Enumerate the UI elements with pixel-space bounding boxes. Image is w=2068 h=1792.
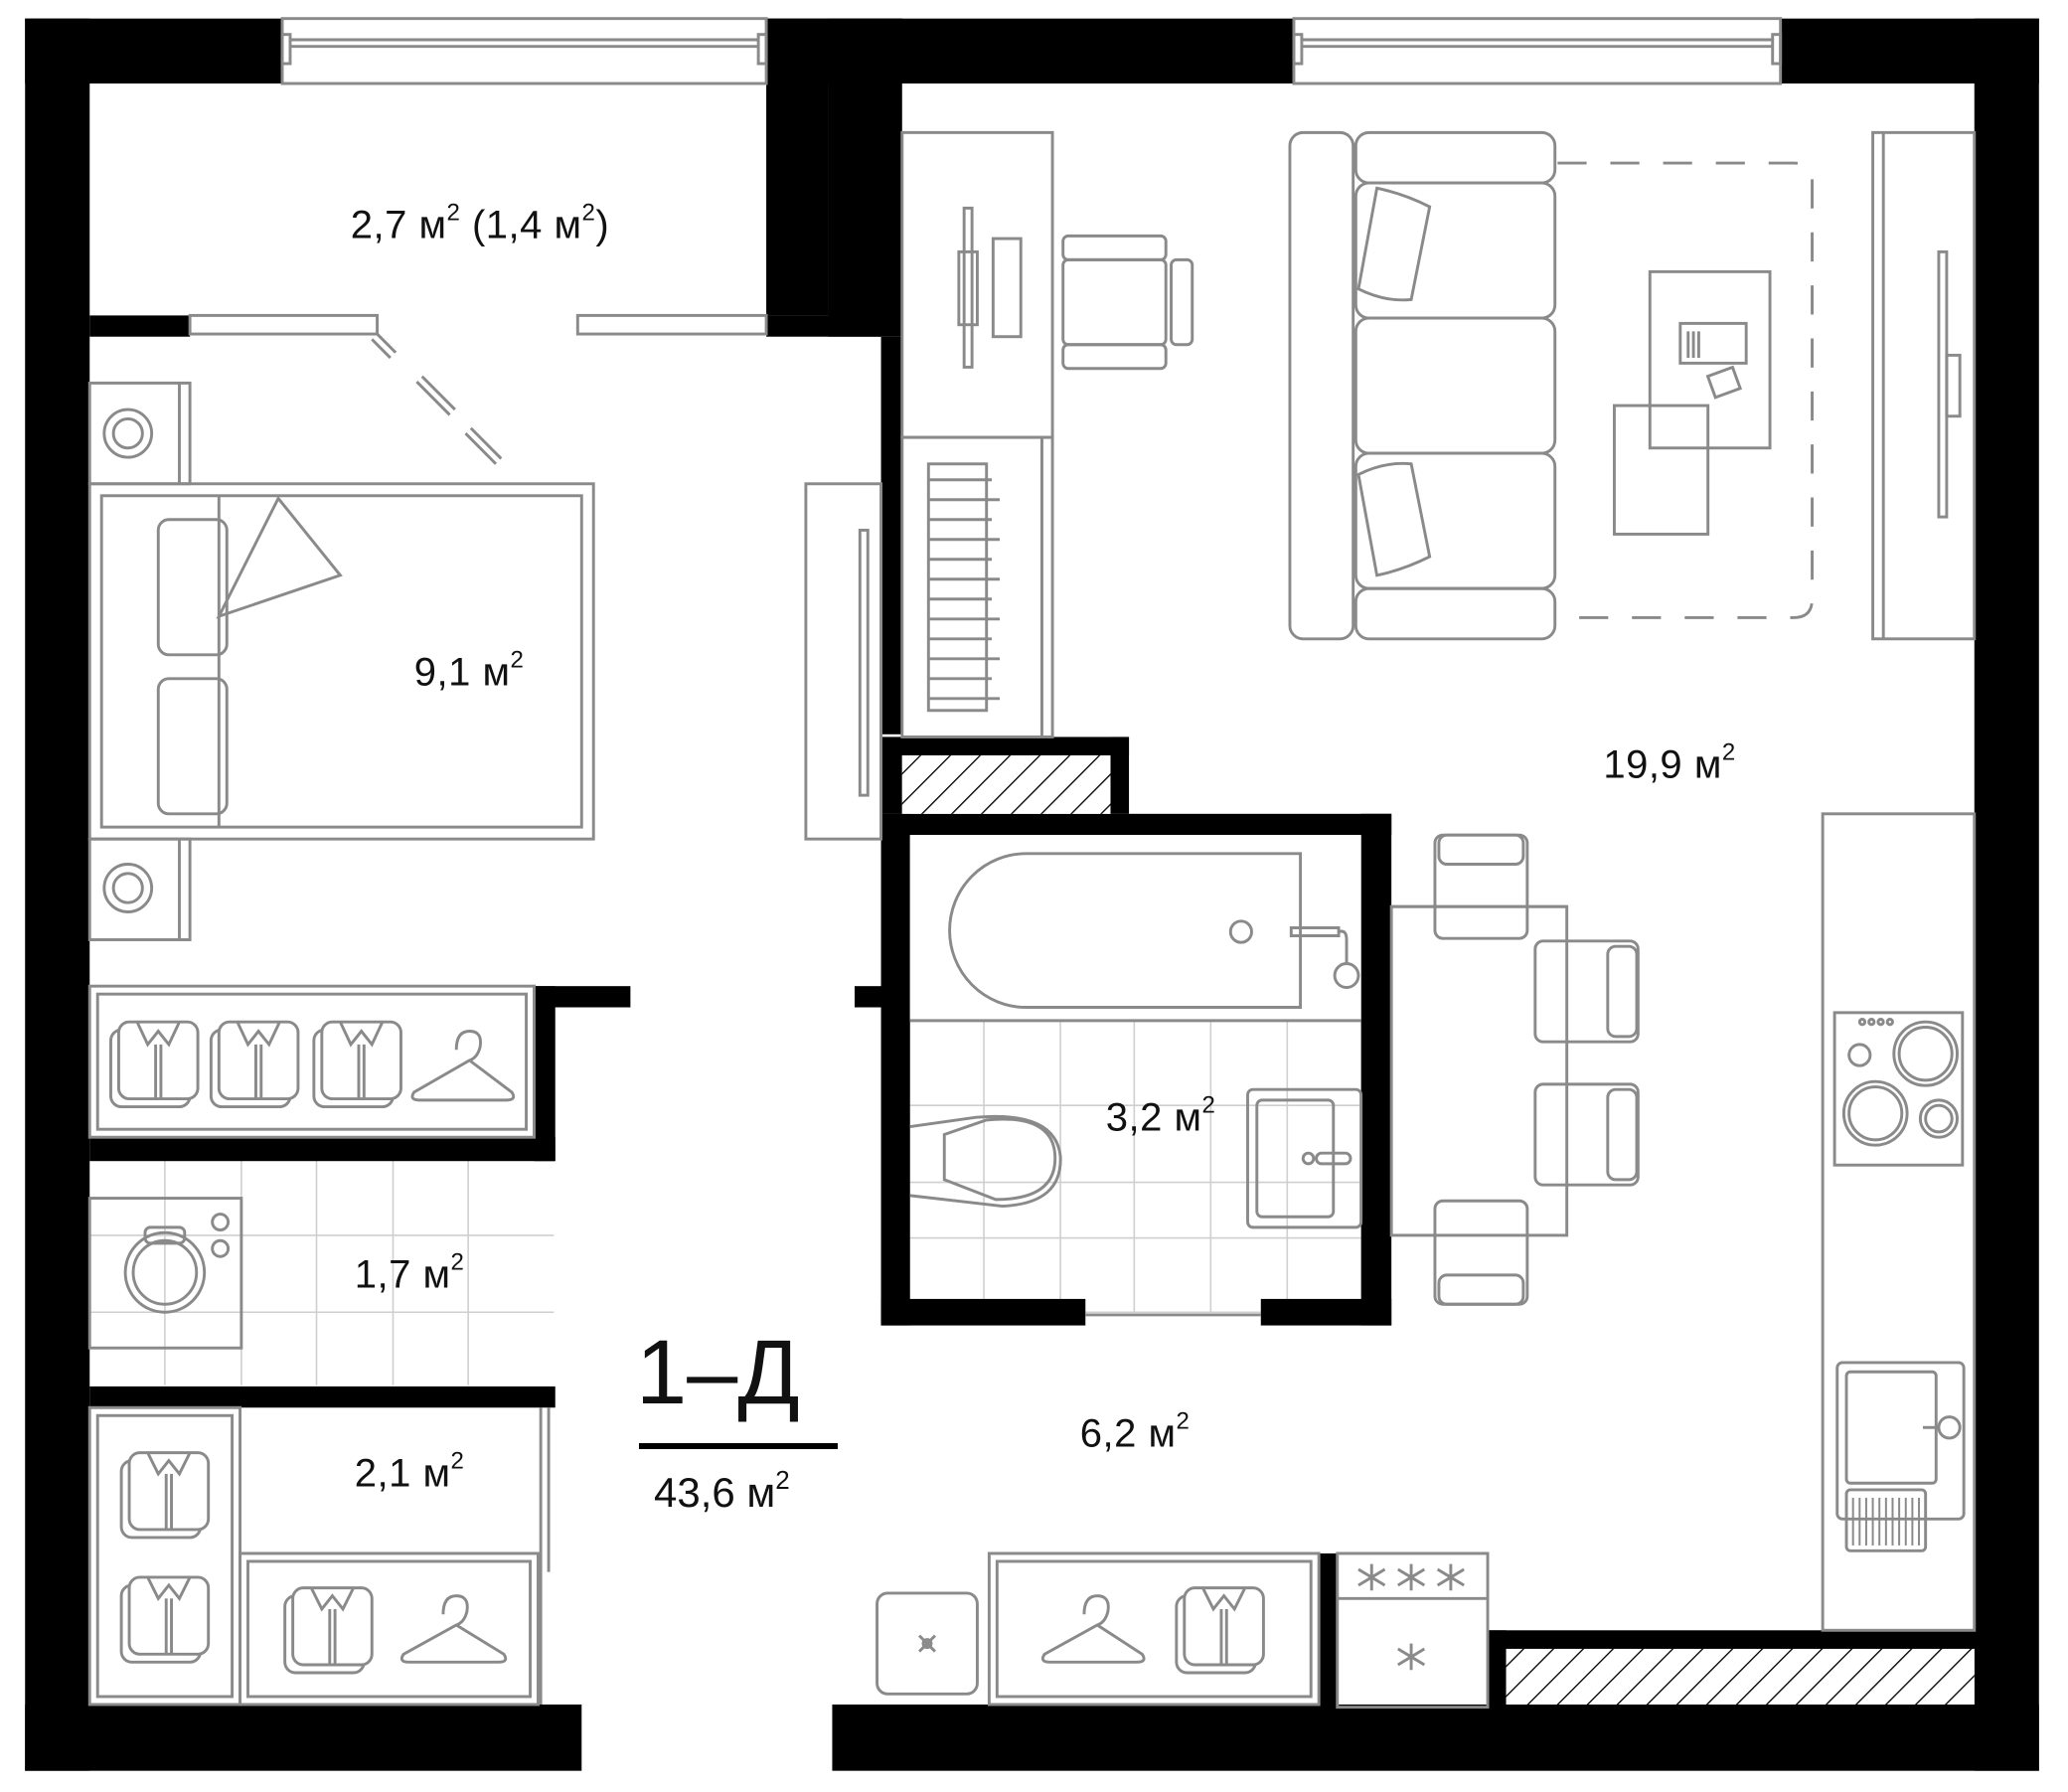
washing-machine	[87, 1197, 243, 1350]
living-furniture	[900, 130, 1977, 1632]
bathroom-tiles	[909, 1020, 1361, 1314]
shaft-hatch-bottom	[1506, 1648, 1975, 1705]
balcony-door	[188, 313, 768, 465]
shirt-icon	[119, 1451, 211, 1540]
hanger-icon	[399, 1594, 508, 1664]
apartment-total-area: 43,6 м2	[654, 1465, 790, 1516]
bedroom-furniture	[87, 381, 883, 941]
window-living	[1292, 17, 1783, 85]
sofa-icon	[1288, 130, 1557, 641]
room-area-balcony: 2,7 м2 (1,4 м2)	[350, 199, 610, 247]
shirt-icon	[283, 1586, 374, 1675]
door-jambs	[1085, 904, 1567, 1317]
shirt-icon	[312, 1020, 402, 1109]
shaft-hatch-top	[901, 755, 1111, 814]
bathroom-fixtures	[909, 835, 1363, 1229]
apartment-code: 1–Д	[636, 1322, 800, 1423]
hall-furniture	[875, 1551, 1490, 1710]
hanger-icon	[1040, 1594, 1146, 1664]
shirt-icon	[109, 1020, 200, 1109]
shirt-icon	[119, 1575, 211, 1664]
hanger-icon	[410, 1030, 516, 1102]
room-area-bathroom: 3,2 м2	[1105, 1091, 1216, 1140]
room-area-wardrobe: 2,1 м2	[354, 1447, 465, 1496]
shirt-icon	[209, 1020, 300, 1109]
room-area-living: 19,9 м2	[1603, 738, 1736, 787]
window-balcony	[280, 17, 768, 85]
kitchen-sink-icon	[1835, 1361, 1966, 1552]
room-area-laundry: 1,7 м2	[354, 1248, 465, 1297]
asterisk-icon	[1357, 1563, 1465, 1591]
bedroom-closet	[87, 984, 536, 1139]
room-area-bedroom: 9,1 м2	[413, 646, 525, 695]
cooktop-icon	[1832, 1011, 1965, 1167]
laundry-tiles	[89, 1159, 555, 1385]
walls	[25, 18, 2039, 1771]
shirt-icon	[1175, 1586, 1265, 1675]
apartment-code-underline	[639, 1443, 838, 1449]
wardrobe-closet	[87, 1405, 551, 1707]
radiator-icon	[926, 462, 1000, 713]
room-area-hall: 6,2 м2	[1079, 1407, 1191, 1456]
